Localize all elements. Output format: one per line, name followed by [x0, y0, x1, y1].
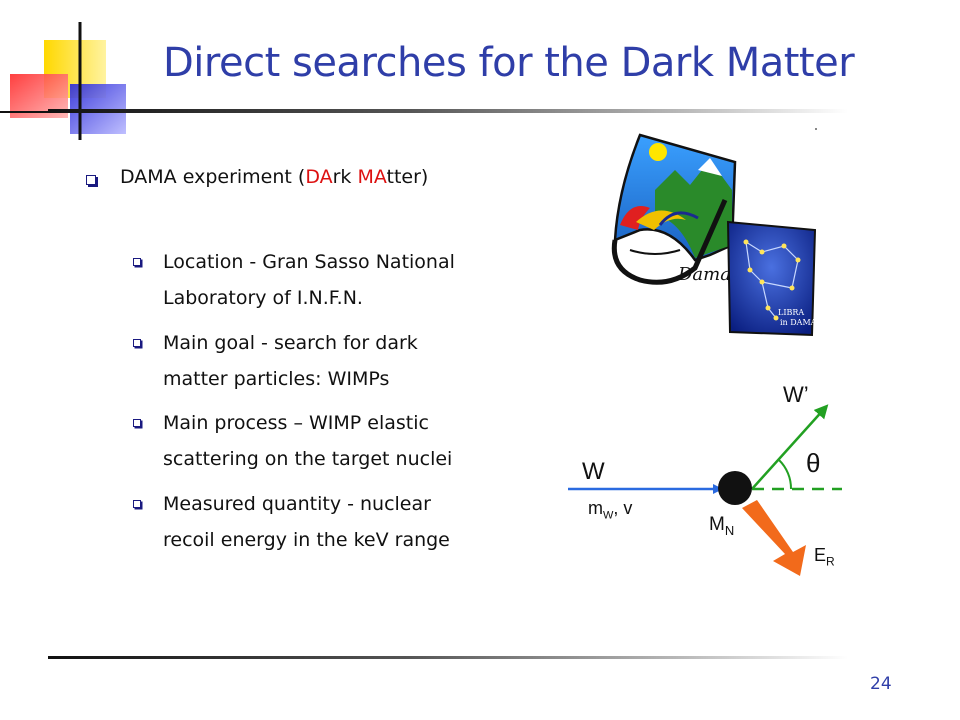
sub-bullet-line: Location - Gran Sasso National [163, 251, 455, 273]
sub-bullet-text: Main process – WIMP elastic scattering o… [163, 405, 452, 477]
target-nucleus [718, 471, 752, 505]
recoil-energy-label: ER [814, 545, 835, 569]
recoil-letter: E [814, 545, 827, 565]
sub-bullet-square-icon [133, 500, 141, 508]
libra-text-line2: in DAMA [780, 318, 817, 327]
recoil-subscript: R [826, 554, 835, 569]
slide-title: Direct searches for the Dark Matter [163, 40, 855, 86]
bullet-prefix: DAMA experiment ( [120, 166, 306, 188]
sub-bullet-square-icon [133, 339, 141, 347]
main-bullet-text: DAMA experiment (DArk MAtter) [120, 166, 428, 188]
theta-arc [778, 459, 793, 490]
nucleus-letter: M [709, 514, 725, 535]
incoming-w-label: W [582, 458, 605, 485]
bullet-em-da: DA [305, 166, 333, 188]
sub-bullet-line: Measured quantity - nuclear [163, 493, 431, 515]
sub-bullet-line: Main goal - search for dark [163, 332, 418, 354]
mass-velocity-label: mW, v [588, 498, 632, 522]
sub-bullet-text: Main goal - search for dark matter parti… [163, 325, 418, 397]
libra-panel [726, 220, 817, 337]
dama-script-text: Dama [677, 264, 731, 285]
sub-bullet-line: Laboratory of I.N.F.N. [163, 287, 363, 309]
mass-rest: , v [613, 498, 633, 518]
sub-bullet-line: scattering on the target nuclei [163, 448, 453, 470]
title-underline [48, 109, 848, 113]
sub-bullet-line: recoil energy in the keV range [163, 529, 450, 551]
bullet-em-ma: MA [357, 166, 387, 188]
nuclear-recoil-arrow [742, 500, 806, 576]
libra-text-line1: LIBRA [778, 308, 804, 317]
page-number: 24 [870, 674, 892, 694]
bullet-square-icon [86, 175, 96, 185]
nucleus-subscript: N [724, 522, 735, 538]
scattered-wimp-arrow [751, 404, 829, 490]
outgoing-w-label: W’ [783, 382, 809, 407]
sub-bullet-text: Location - Gran Sasso National Laborator… [163, 244, 455, 316]
sub-bullet-line: matter particles: WIMPs [163, 368, 390, 390]
scattering-diagram [568, 404, 842, 576]
dama-libra-logo: Dama LIBRA in DAMA [611, 133, 817, 337]
nucleus-mass-label: MN [709, 514, 734, 538]
sub-bullet-square-icon [133, 419, 141, 427]
corner-decoration [0, 22, 140, 140]
bullet-mid: rk [332, 166, 358, 188]
sub-bullet-text: Measured quantity - nuclear recoil energ… [163, 486, 450, 558]
theta-label: θ [806, 448, 821, 478]
bullet-suffix: tter) [386, 166, 429, 188]
sub-bullet-square-icon [133, 258, 141, 266]
sub-bullet-line: Main process – WIMP elastic [163, 412, 429, 434]
mass-letter: m [588, 498, 603, 518]
stray-dot [815, 128, 817, 130]
mass-subscript: W [603, 509, 614, 522]
dama-emblem [611, 133, 737, 285]
footer-rule [48, 656, 848, 659]
